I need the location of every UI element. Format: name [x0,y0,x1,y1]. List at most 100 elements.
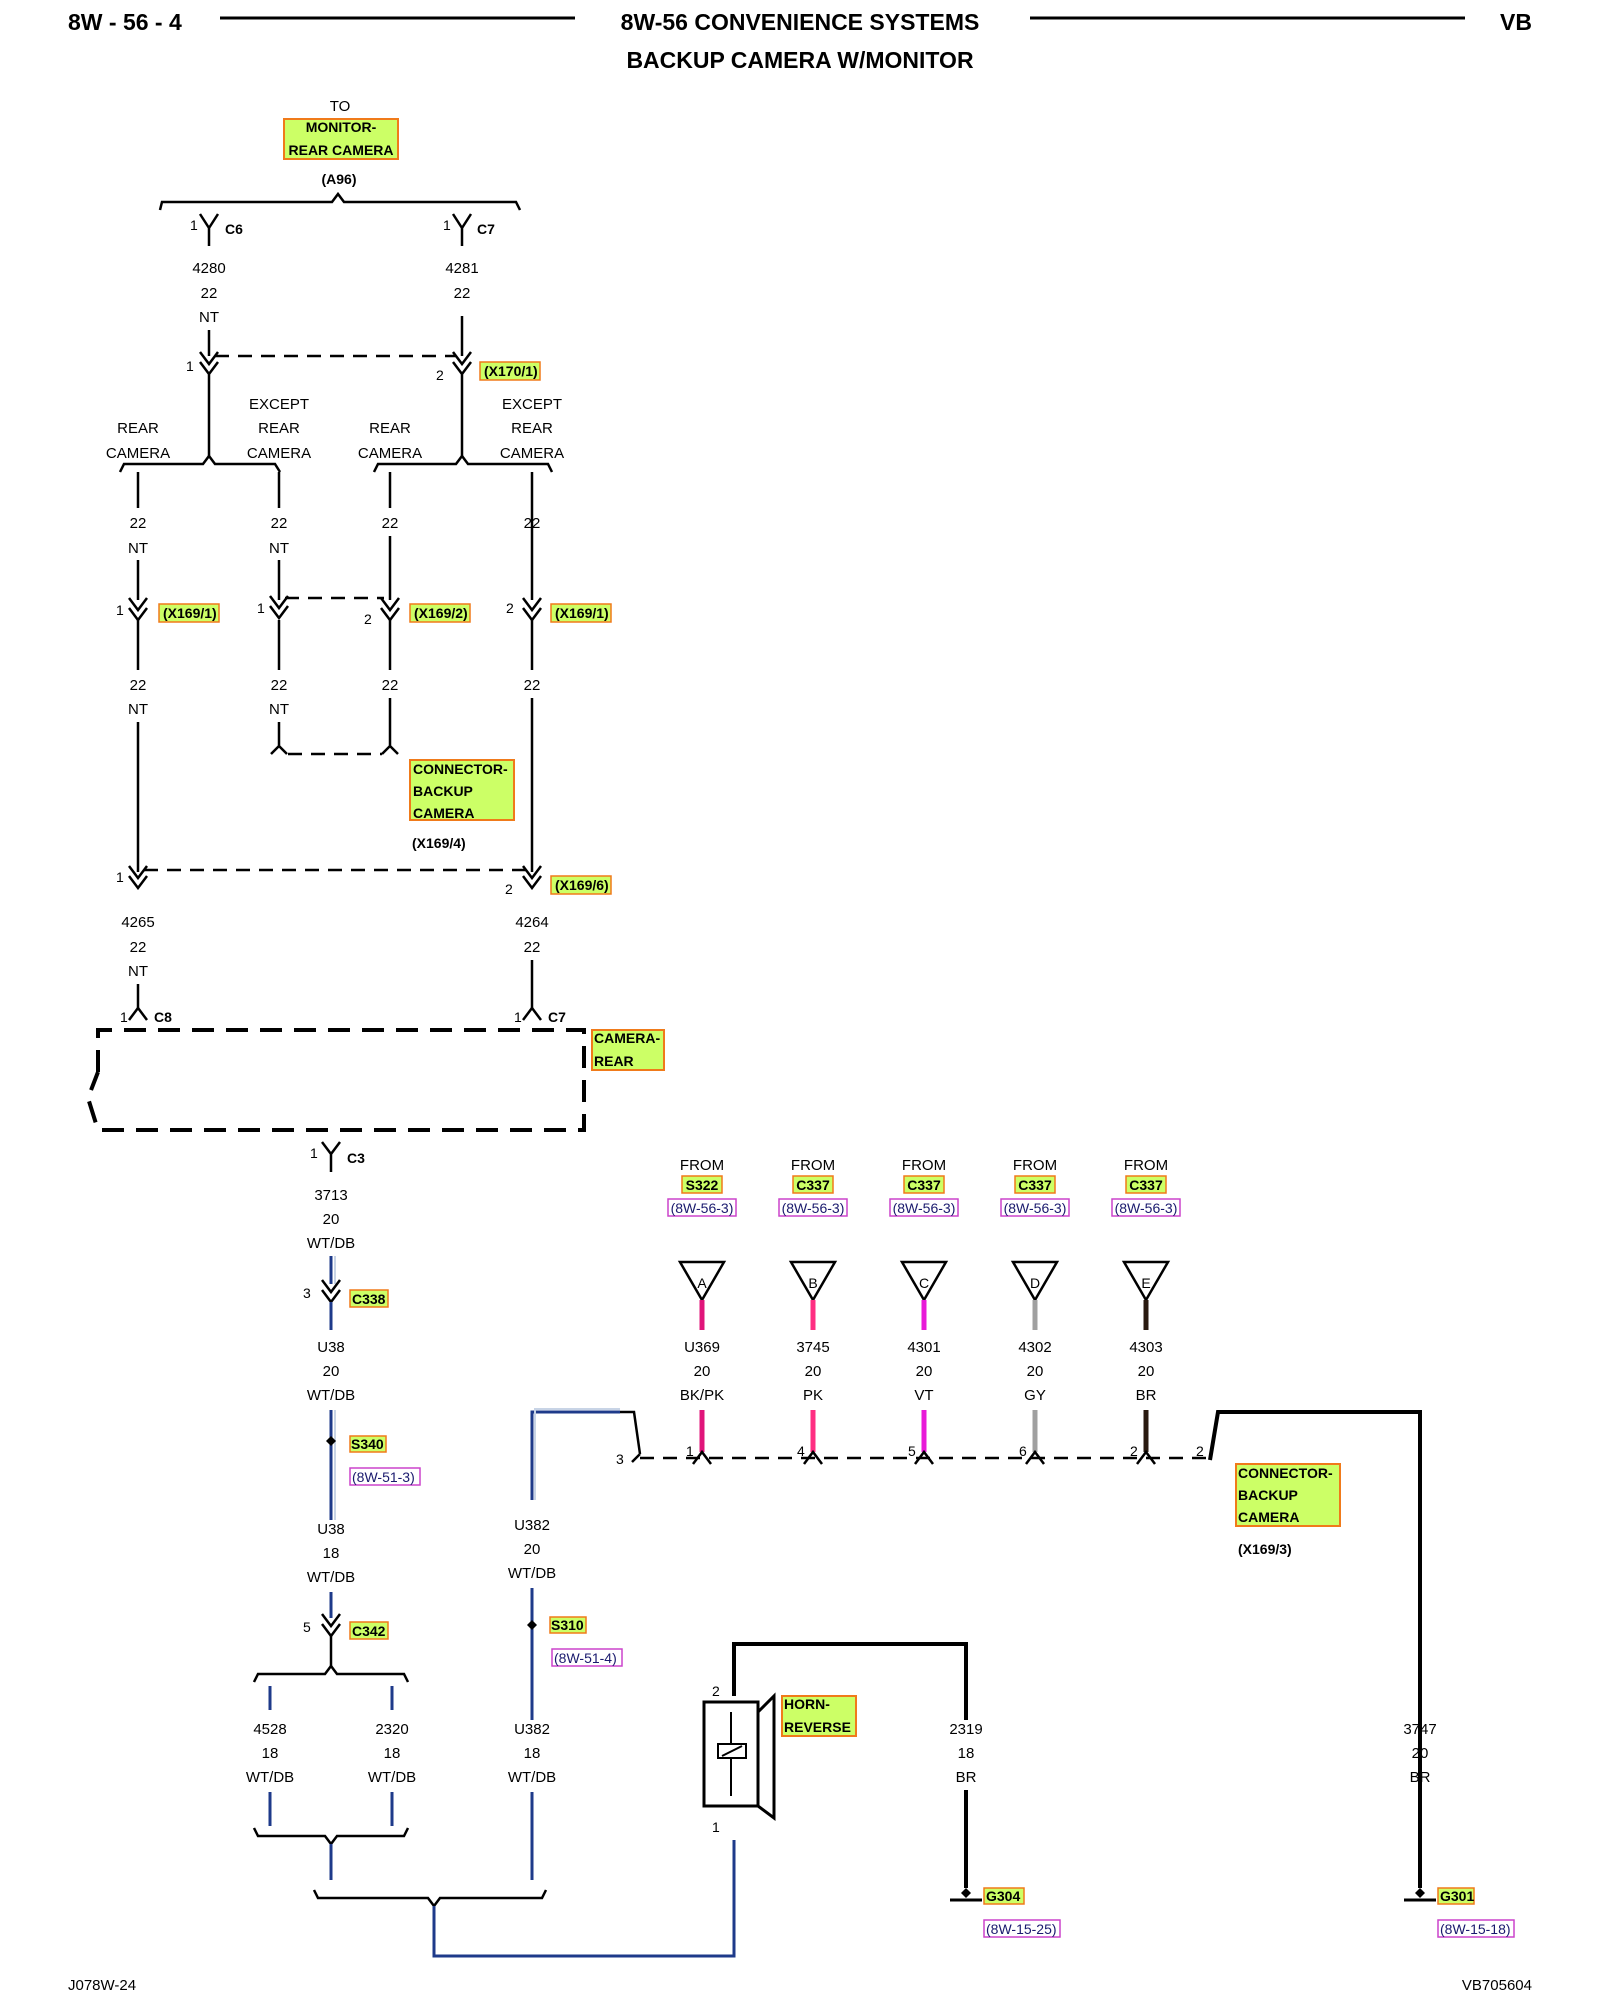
s340-ref: (8W-51-3) [352,1469,415,1485]
x170-pin2-symbol [452,351,472,456]
horn-label-2: REVERSE [784,1719,851,1735]
wire-u382b-circuit: U382 [514,1721,550,1738]
c6-label: C6 [225,221,243,237]
from-b-pin-symbol [803,1449,823,1465]
branch-gauge-1: 22 [130,515,147,532]
branch-camera-4: CAMERA [500,445,564,462]
x169-2-label: (X169/2) [414,605,468,621]
page-subtitle: BACKUP CAMERA W/MONITOR [626,47,974,73]
wire-u38b-circuit: U38 [317,1521,345,1538]
g304-dot [961,1888,971,1898]
x169-2a-pin: 1 [257,600,265,616]
wire-u382a-circuit: U382 [514,1517,550,1534]
c6-symbol [198,213,220,246]
from-d-ref: (8W-56-3) [1004,1200,1067,1216]
wire-u382-top-shadow [534,1408,620,1500]
c338-highlight [349,1289,389,1308]
x170-pin1-symbol [199,351,219,456]
ground-g301: G301 (8W-15-18) [1404,1887,1515,1938]
wire-2319-circuit: 2319 [949,1721,982,1738]
from-d-color: GY [1024,1387,1046,1404]
from-e-ref: (8W-56-3) [1115,1200,1178,1216]
x169-3-highlight [1235,1463,1341,1527]
branch-rear-4: REAR [511,420,553,437]
x169-3-pin3-end [620,1410,642,1463]
wire-3747-circuit: 3747 [1403,1721,1436,1738]
c8-pin: 1 [120,1009,128,1025]
branch-rear-2: REAR [258,420,300,437]
x169-3-label-3: CAMERA [1238,1509,1299,1525]
wire-3747-path [1208,1410,1422,1860]
from-d-pin-symbol [1025,1449,1045,1465]
g304-highlight [983,1887,1025,1905]
connector-c6: 1 C6 [190,213,243,246]
from-a-splice: S322 [686,1177,719,1193]
c7-label: C7 [477,221,495,237]
from-b-circuit: 3745 [796,1339,829,1356]
from-d-splice: C337 [1018,1177,1052,1193]
branch-except-1: EXCEPT [249,396,309,413]
camera-rear-highlight [591,1029,665,1071]
from-a-circuit: U369 [684,1339,720,1356]
horn-bell [756,1692,776,1821]
horn-pin2: 2 [712,1683,720,1699]
footer-left: J078W-24 [68,1977,136,1994]
branch-rear-3: REAR [369,420,411,437]
from-a-ref-box [667,1198,737,1217]
branch-gauge-3: 22 [382,515,399,532]
from-c-pin: 5 [908,1443,916,1459]
from-d-letter: D [1030,1275,1040,1291]
page-ref: 8W - 56 - 4 [68,9,182,35]
s310-dot [527,1620,537,1630]
c7-symbol [451,213,473,246]
g301-ref-box [1437,1919,1515,1938]
wire-3747-color: BR [1410,1769,1431,1786]
x169-6-pin1: 1 [116,869,124,885]
wire-4264-gauge: 22 [524,939,541,956]
from-b-pin: 4 [797,1443,805,1459]
monitor-label-2: REAR CAMERA [289,142,394,158]
monitor-rear-camera: TO MONITOR- REAR CAMERA (A96) [158,98,522,211]
from-d-triangle [1010,1260,1060,1303]
s340-label: S340 [351,1436,384,1452]
g301-label: G301 [1440,1888,1474,1904]
x169-6-highlight [550,875,612,895]
c6-pin: 1 [190,217,198,233]
from-b-from: FROM [791,1157,835,1174]
x169-4-left-end [270,722,288,755]
x169-3-code: (X169/3) [1238,1541,1292,1557]
from-c-ref: (8W-56-3) [893,1200,956,1216]
wire-3713-gauge: 20 [323,1211,340,1228]
monitor-code: (A96) [321,171,356,187]
x169-4-label-1: CONNECTOR- [413,761,508,777]
wire-4264-circuit: 4264 [515,914,548,931]
from-e-triangle [1121,1260,1171,1303]
from-e-splice: C337 [1129,1177,1163,1193]
branch-gauge-5: 22 [130,677,147,694]
wire-u38a-color: WT/DB [307,1387,355,1404]
from-c-gauge: 20 [916,1363,933,1380]
from-c-from: FROM [902,1157,946,1174]
horn-label-1: HORN- [784,1696,830,1712]
camera-rear-box [85,1028,586,1132]
from-e-color: BR [1136,1387,1157,1404]
wire-2319-color: BR [956,1769,977,1786]
from-e-gauge: 20 [1138,1363,1155,1380]
x169-1a-label: (X169/1) [163,605,217,621]
from-a-from: FROM [680,1157,724,1174]
x169-1b-highlight [550,603,612,623]
wire-u382b-gauge: 18 [524,1745,541,1762]
monitor-to: TO [330,98,351,115]
wire-4528-circuit: 4528 [253,1721,286,1738]
from-e-ref-box [1111,1198,1181,1217]
branch-rear-1: REAR [117,420,159,437]
x169-3-label-1: CONNECTOR- [1238,1465,1333,1481]
x170-pin-1: 1 [186,358,194,374]
from-b-ref: (8W-56-3) [782,1200,845,1216]
x169-4-code: (X169/4) [412,835,466,851]
branch-gauge-4: 22 [524,515,541,532]
g304-ref-box [983,1919,1061,1938]
from-c-letter: C [919,1275,929,1291]
wire-4280-gauge: 22 [201,285,218,302]
